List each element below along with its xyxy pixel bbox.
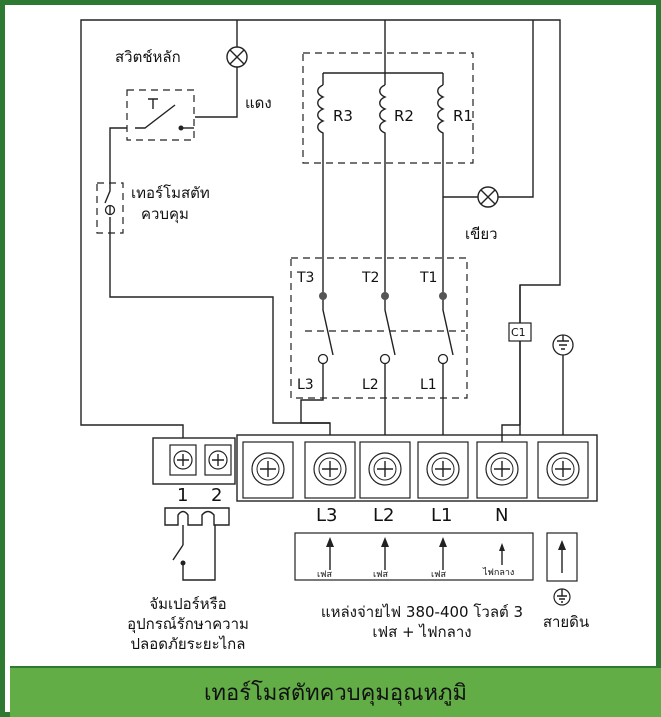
earth-arrow-head (558, 540, 566, 550)
main-switch (135, 98, 194, 131)
label-jumper-3: ปลอดภัยระยะไกล (131, 635, 246, 653)
resistor-r1 (437, 84, 445, 300)
label-jumper-1: จัมเปอร์หรือ (149, 595, 226, 613)
resistor-r2 (379, 84, 387, 300)
jumper-switch-contact (180, 560, 186, 566)
switch-left-wire (109, 127, 127, 185)
label-phase-3: เฟส (431, 570, 446, 580)
label-phase-2: เฟส (373, 570, 388, 580)
main-terminal-block (236, 434, 598, 502)
jumper-switch (172, 544, 184, 561)
thermostat-wire (109, 233, 331, 450)
label-t2: T2 (361, 270, 379, 286)
label-green: เขียว (465, 225, 498, 243)
green-lamp-wire (443, 20, 534, 198)
label-red: แดง (245, 94, 272, 112)
contactor-t1 (437, 292, 454, 450)
red-indicator-lamp (226, 46, 248, 68)
label-r1: R1 (453, 107, 473, 125)
screw-icon (208, 450, 228, 470)
supply-box (294, 532, 534, 581)
ground-icon (553, 588, 571, 606)
label-phase-1: เฟส (317, 570, 332, 580)
c1-box (508, 322, 532, 342)
label-terminal-l3: L3 (316, 505, 337, 526)
label-supply-1: แหล่งจ่ายไฟ 380-400 โวลต์ 3 (321, 603, 523, 621)
label-terminal-l2: L2 (373, 505, 394, 526)
red-lamp-wire (195, 20, 238, 118)
heater-common-wire (322, 20, 444, 85)
label-l2: L2 (362, 377, 379, 393)
contactor-box (290, 257, 468, 399)
wiring-diagram: R3 R2 R1 T3 T2 T1 L3 L2 L1 C1 สวิตช (80, 19, 598, 653)
label-l3: L3 (297, 377, 314, 393)
screw-icon (173, 450, 193, 470)
label-terminal-l1: L1 (431, 505, 452, 526)
label-terminal-2: 2 (211, 485, 222, 506)
green-indicator-lamp (477, 186, 499, 208)
supply-arrows (329, 540, 503, 570)
label-r2: R2 (394, 107, 414, 125)
label-t1: T1 (419, 270, 437, 286)
heater-elements-box (302, 52, 474, 164)
jumper-wires (182, 525, 216, 581)
label-thermostat-1: เทอร์โมสตัท (131, 184, 210, 202)
jumper-link (164, 507, 230, 526)
label-t3: T3 (296, 270, 314, 286)
label-main-switch: สวิตช์หลัก (115, 48, 181, 66)
label-terminal-1: 1 (177, 485, 188, 506)
footer-bar: เทอร์โมสตัทควบคุมอุณหภูมิ (10, 666, 661, 717)
earth-terminal-icon (552, 334, 574, 450)
footer-title: เทอร์โมสตัทควบคุมอุณหภูมิ (204, 681, 467, 706)
n-wire (501, 424, 520, 442)
label-earth: สายดิน (543, 613, 589, 631)
label-supply-2: เฟส + ไฟกลาง (372, 623, 471, 641)
main-terminal-screws (242, 441, 589, 499)
label-terminal-n: N (495, 505, 508, 526)
label-neutral: ไฟกลาง (482, 567, 514, 578)
label-r3: R3 (333, 107, 353, 125)
resistor-r3 (317, 84, 325, 300)
main-switch-box (126, 89, 195, 141)
control-thermostat-symbol (104, 185, 116, 233)
contactor-t3 (300, 292, 334, 424)
label-l1: L1 (420, 377, 437, 393)
label-jumper-2: อุปกรณ์รักษาความ (127, 615, 249, 634)
label-thermostat-2: ควบคุม (141, 205, 189, 224)
contactor-t2 (379, 292, 396, 450)
label-c1: C1 (511, 326, 526, 339)
